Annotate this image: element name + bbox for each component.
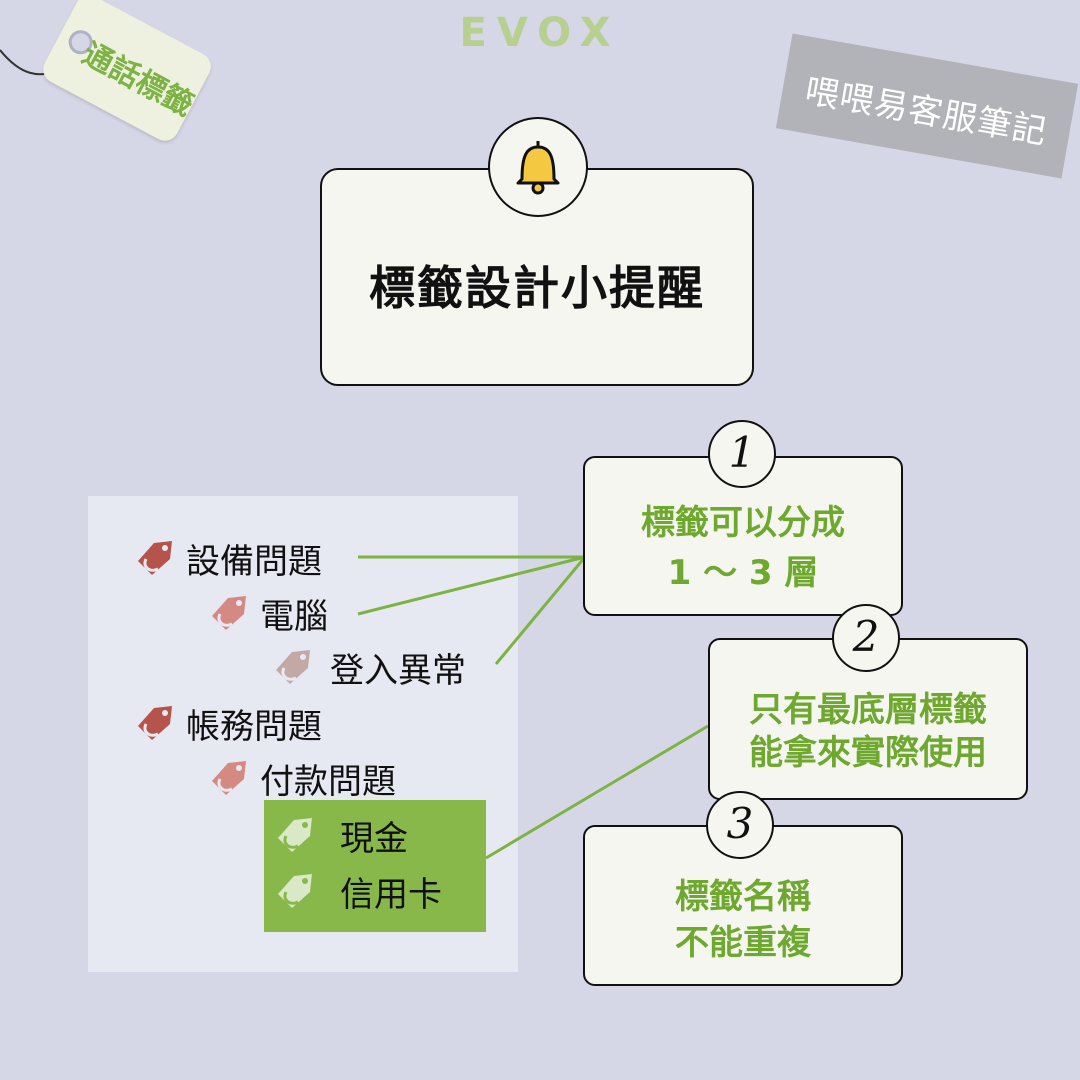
tip-3-line1: 標籤名稱 xyxy=(675,877,811,917)
tip-3-line2: 不能重複 xyxy=(675,923,811,963)
bell-icon xyxy=(516,141,560,195)
hierarchy-label: 付款問題 xyxy=(260,761,396,802)
hierarchy-label: 信用卡 xyxy=(340,874,442,915)
tag-icon xyxy=(276,650,310,684)
tip-number-3: 3 xyxy=(706,791,774,859)
hierarchy-label: 電腦 xyxy=(260,596,328,637)
tip-2-line2: 能拿來實際使用 xyxy=(749,733,987,773)
hierarchy-label: 設備問題 xyxy=(186,541,322,582)
bell-badge xyxy=(488,117,588,217)
tip-number-1: 1 xyxy=(708,420,776,488)
hierarchy-item: 付款問題 xyxy=(206,753,396,803)
hierarchy-label: 現金 xyxy=(340,818,408,859)
hierarchy-label: 帳務問題 xyxy=(186,706,322,747)
tip-1-line1: 標籤可以分成 xyxy=(641,503,845,543)
tag-icon xyxy=(278,874,312,908)
hierarchy-label: 登入異常 xyxy=(330,650,466,691)
tip-number-2: 2 xyxy=(832,604,900,672)
tag-icon xyxy=(212,596,246,630)
hierarchy-item: 設備問題 xyxy=(132,533,322,583)
tag-icon xyxy=(138,541,172,575)
hierarchy-item: 登入異常 xyxy=(270,642,466,692)
page-title: 標籤設計小提醒 xyxy=(369,261,705,315)
hierarchy-item: 信用卡 xyxy=(272,866,442,916)
tag-icon xyxy=(278,818,312,852)
hierarchy-item: 現金 xyxy=(272,810,408,860)
tip-1-line2: 1 ～ 3 層 xyxy=(667,553,819,593)
tag-icon xyxy=(138,706,172,740)
tip-2-line1: 只有最底層標籤 xyxy=(749,690,987,730)
hierarchy-item: 電腦 xyxy=(206,588,328,638)
tape-label-text: 喂喂易客服筆記 xyxy=(801,70,1051,153)
hierarchy-item: 帳務問題 xyxy=(132,698,322,748)
tag-icon xyxy=(212,761,246,795)
brand-logo: EVOX xyxy=(459,10,621,56)
corner-tag-label: 通話標籤 xyxy=(76,36,199,124)
